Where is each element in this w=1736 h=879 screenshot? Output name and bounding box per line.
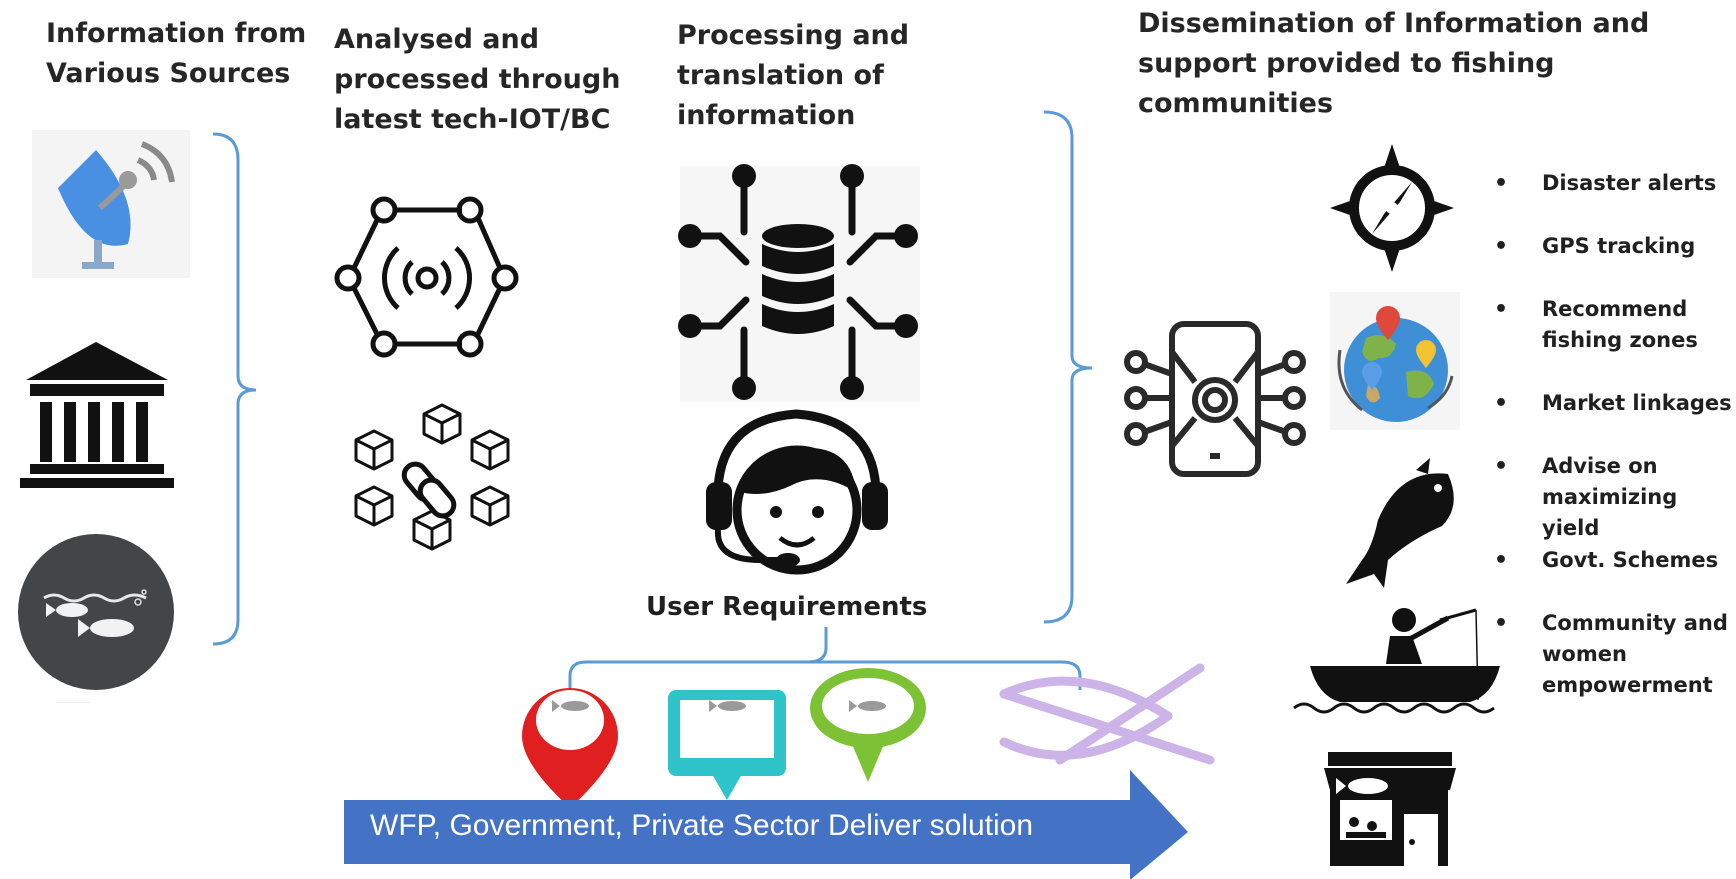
benefit-item: Recommend fishing zones [1494,294,1734,356]
benefit-item: Govt. Schemes [1494,545,1734,576]
satellite-dish-icon [32,130,190,278]
iot-network-icon [334,196,519,358]
fisher-boat-icon [1293,608,1500,714]
sources-bracket [212,132,257,646]
delivery-arrow-label: WFP, Government, Private Sector Deliver … [370,809,1034,842]
benefit-item: Community and women empowerment [1494,608,1734,701]
benefits-list: Disaster alerts GPS tracking Recommend f… [1494,168,1734,701]
user-requirements-label: User Requirements [646,592,928,622]
fish-icon [1346,458,1454,588]
dissemination-heading: Dissemination of Information and support… [1138,8,1650,119]
processing-heading: Processing and translation of informatio… [677,20,910,131]
smartphone-hub-icon [1124,321,1306,477]
fish-market-icon [1324,752,1456,866]
compass-icon [1330,144,1454,272]
processing-bracket [1043,110,1093,624]
fish-underwater-icon: ················· [56,700,90,706]
sources-heading: Information from Various Sources [46,18,307,89]
benefit-item: GPS tracking [1494,231,1734,262]
blockchain-icon [354,403,510,551]
fish-pin-green-icon [810,668,926,782]
requirements-connector [568,627,1082,690]
fish-underwater-icon [18,534,174,690]
benefit-item: Market linkages [1494,388,1734,419]
globe-pins-icon [1330,292,1460,430]
benefit-item: Disaster alerts [1494,168,1734,199]
fish-pin-red-icon [522,688,618,808]
delivery-arrow [344,770,1188,879]
fish-pin-teal-icon [668,690,786,800]
support-agent-icon [706,409,888,575]
government-building-icon [20,342,174,488]
analysis-heading: Analysed and processed through latest te… [334,24,621,135]
benefit-item: Advise on maximizing yield [1494,451,1734,540]
database-circuit-icon [678,164,920,402]
crossed-fish-icon [999,663,1215,765]
